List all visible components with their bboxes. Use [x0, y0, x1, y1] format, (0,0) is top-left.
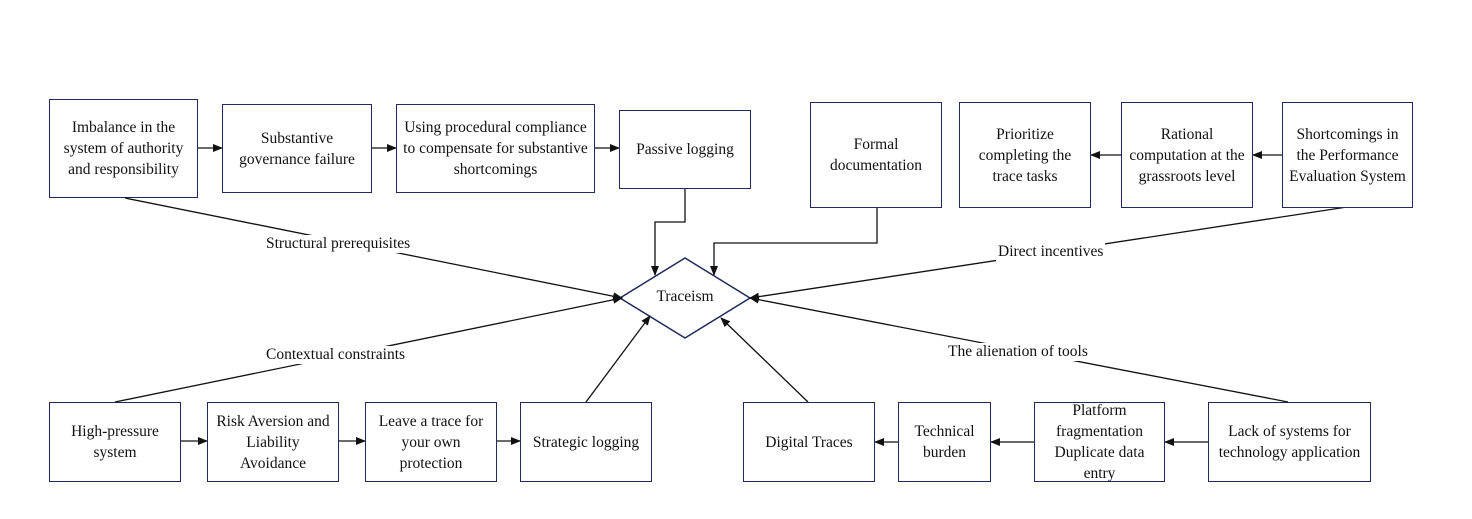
- box-text: Technical burden: [914, 423, 975, 461]
- box-text: Imbalance in the system of authority and…: [63, 119, 184, 178]
- traceism-label: Traceism: [656, 288, 714, 305]
- link-strategic: [585, 315, 651, 403]
- label-direct-incentives: Direct incentives: [996, 243, 1106, 261]
- box-passive-logging: Passive logging: [619, 110, 751, 189]
- box-strategic-logging: Strategic logging: [520, 402, 652, 482]
- label-alienation-of-tools: The alienation of tools: [946, 343, 1090, 361]
- box-platform-fragmentation: Platform fragmentation Duplicate data en…: [1034, 402, 1165, 482]
- box-risk-aversion: Risk Aversion and Liability Avoidance: [207, 402, 339, 482]
- box-text: Strategic logging: [532, 433, 640, 451]
- box-text: Formal documentation: [829, 136, 923, 174]
- box-text: Passive logging: [636, 141, 734, 158]
- box-text: Prioritize completing the trace tasks: [978, 125, 1072, 185]
- box-substantive-governance-failure: Substantive governance failure: [222, 104, 372, 193]
- box-leave-trace: Leave a trace for your own protection: [365, 402, 497, 482]
- box-procedural-compliance: Using procedural compliance to compensat…: [396, 104, 595, 193]
- box-digital-traces: Digital Traces: [743, 402, 875, 482]
- box-text: Lack of systems for technology applicati…: [1218, 423, 1361, 461]
- link-formal-documentation: [710, 208, 878, 276]
- box-text: Platform fragmentation Duplicate data en…: [1054, 402, 1145, 482]
- box-text: High-pressure system: [71, 423, 159, 461]
- box-performance-evaluation: Shortcomings in the Performance Evaluati…: [1282, 102, 1413, 208]
- box-high-pressure-system: High-pressure system: [49, 402, 181, 482]
- box-text: Digital Traces: [765, 433, 853, 451]
- box-text: Leave a trace for your own protection: [378, 412, 484, 472]
- box-text: Risk Aversion and Liability Avoidance: [216, 412, 330, 472]
- box-text: Using procedural compliance to compensat…: [403, 119, 588, 178]
- box-technical-burden: Technical burden: [898, 402, 991, 482]
- box-imbalance-authority: Imbalance in the system of authority and…: [49, 99, 198, 198]
- box-lack-of-systems: Lack of systems for technology applicati…: [1208, 402, 1371, 482]
- box-text: Rational computation at the grassroots l…: [1129, 125, 1245, 185]
- label-structural-prerequisites: Structural prerequisites: [264, 235, 413, 253]
- box-prioritize-trace-tasks: Prioritize completing the trace tasks: [959, 102, 1091, 208]
- label-contextual-constraints: Contextual constraints: [264, 346, 408, 364]
- box-formal-documentation: Formal documentation: [810, 102, 942, 208]
- box-rational-computation: Rational computation at the grassroots l…: [1121, 102, 1253, 208]
- traceism-diamond: [618, 257, 752, 339]
- link-passive-logging: [651, 189, 686, 276]
- box-text: Substantive governance failure: [239, 129, 355, 168]
- box-text: Shortcomings in the Performance Evaluati…: [1289, 125, 1406, 185]
- link-digital: [720, 317, 809, 403]
